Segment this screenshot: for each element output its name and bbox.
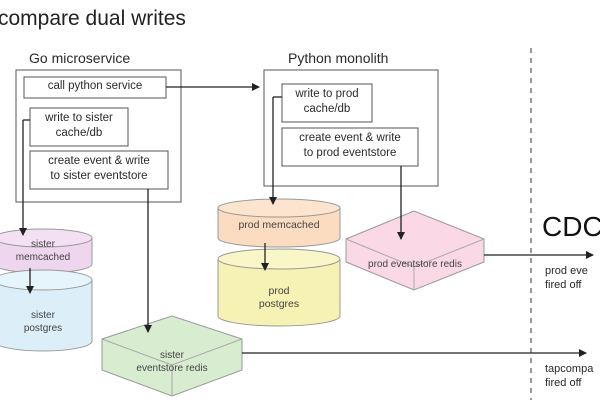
- go-microservice-box: [15, 69, 182, 203]
- write-prod-box: [281, 83, 373, 123]
- sister-eventstore-redis-cube: [101, 315, 243, 397]
- prod-eventstore-redis-cube: [345, 210, 485, 291]
- diagram-title: compare dual writes: [0, 7, 186, 30]
- call-python-service-label: call python service: [47, 80, 143, 92]
- prod-memcached-cylinder: [217, 198, 341, 248]
- cdc-label: CDC: [542, 211, 600, 242]
- prod-memcached-label: prod memcached: [238, 219, 320, 231]
- sister-postgres-cylinder: [0, 269, 93, 352]
- event-sister-box: [29, 150, 169, 190]
- python-monolith-box: [263, 69, 439, 187]
- event-prod-box: [281, 127, 419, 167]
- prod-postgres-cylinder: [217, 248, 341, 327]
- write-sister-box: [29, 107, 129, 147]
- python-monolith-label: Python monolith: [288, 50, 389, 66]
- prod-redis-label: prod eventstore redis: [368, 259, 462, 270]
- go-microservice-label: Go microservice: [29, 50, 131, 66]
